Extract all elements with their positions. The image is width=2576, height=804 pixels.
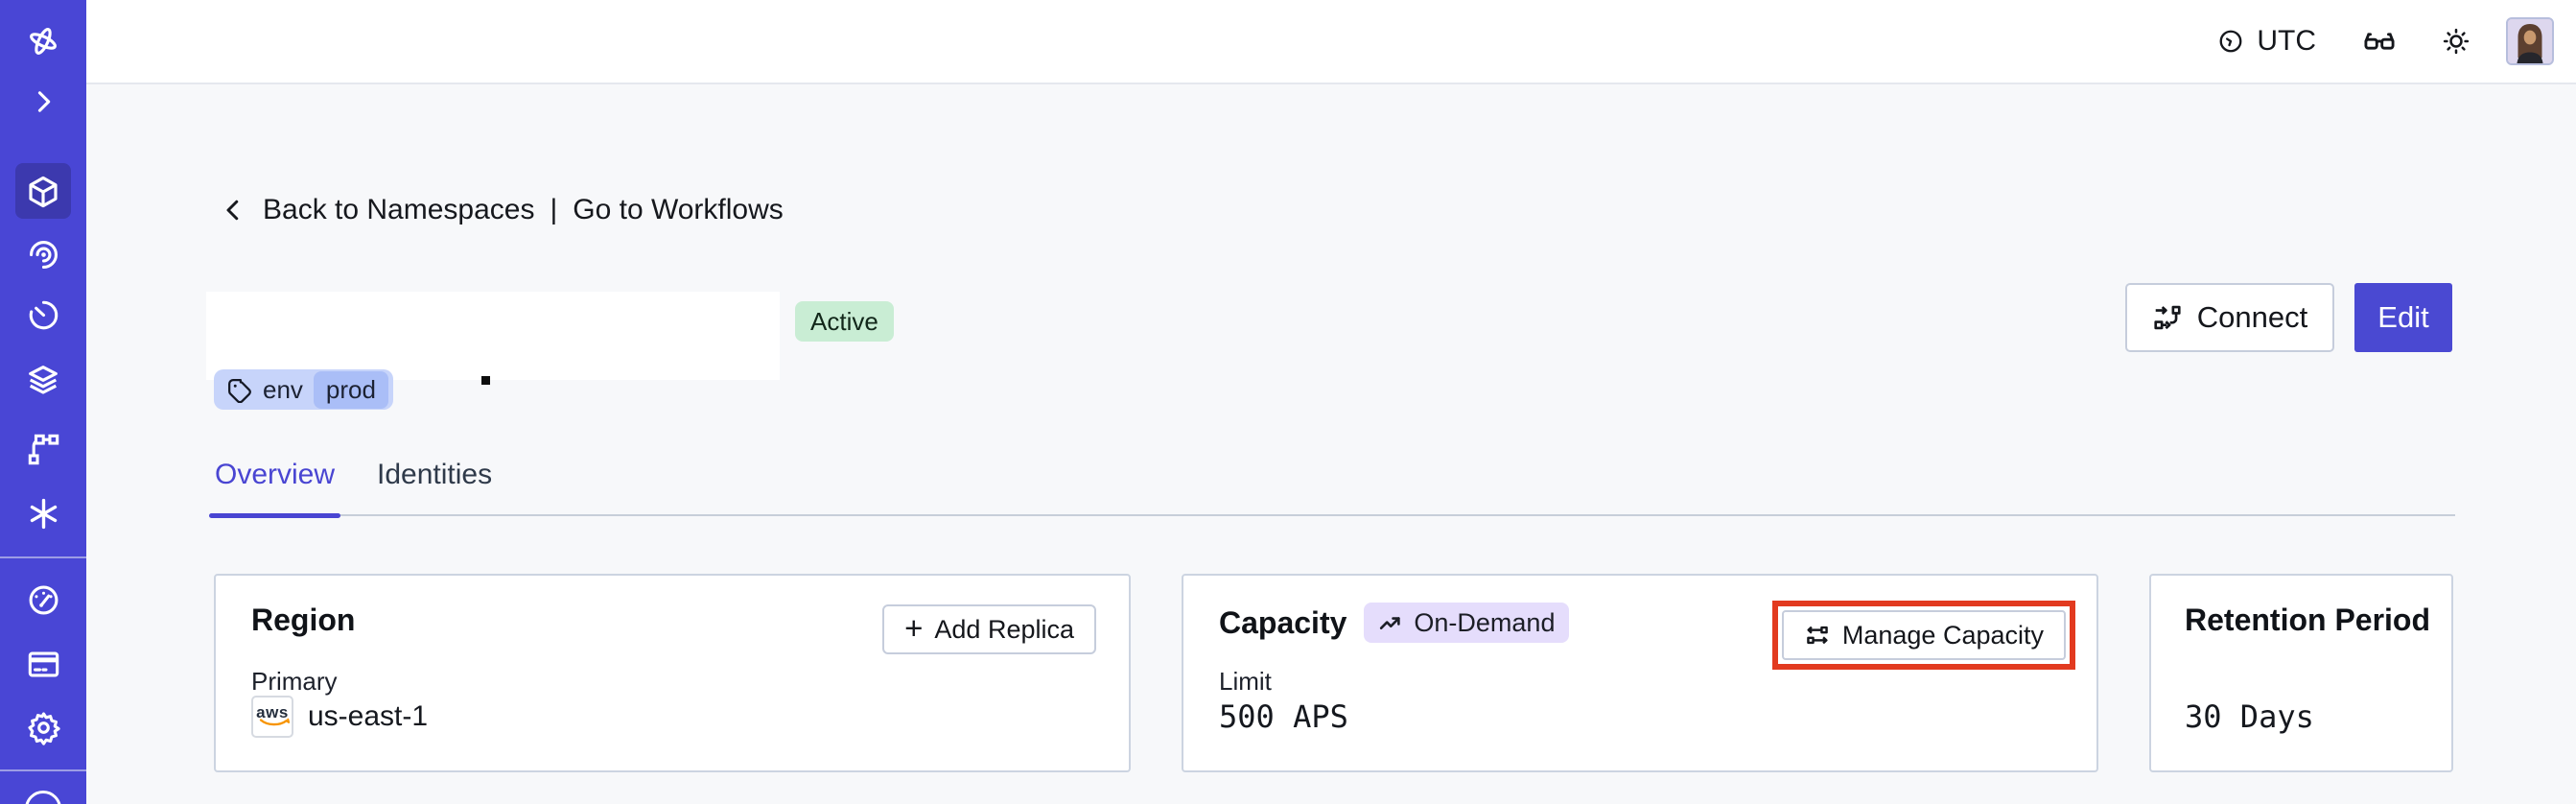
connect-button-label: Connect: [2196, 300, 2308, 334]
timezone-selector[interactable]: UTC: [2217, 25, 2316, 58]
red-annotation-highlight: Manage Capacity: [1771, 601, 2075, 670]
chevron-left-icon: [219, 196, 247, 225]
sidebar-divider: [0, 556, 86, 558]
sidebar-item-billing[interactable]: [0, 647, 86, 682]
timezone-label: UTC: [2257, 25, 2316, 57]
sidebar-item-cube[interactable]: [0, 174, 86, 210]
add-replica-button[interactable]: + Add Replica: [882, 604, 1096, 654]
capacity-card-title: Capacity: [1219, 604, 1347, 640]
back-to-namespaces-link[interactable]: Back to Namespaces: [263, 194, 535, 225]
region-value-row: aws us-east-1: [251, 696, 428, 738]
sidebar-item-layers[interactable]: [0, 362, 86, 398]
asterisk-icon: [26, 496, 61, 532]
aws-logo-badge: aws: [251, 696, 293, 738]
glasses-icon: [2362, 24, 2397, 59]
tab-identities[interactable]: Identities: [377, 459, 493, 490]
aws-smile-icon: [259, 718, 290, 726]
sidebar-divider: [0, 769, 86, 771]
connect-flow-icon: [2152, 302, 2183, 333]
sidebar-item-asterisk[interactable]: [0, 496, 86, 532]
connect-button[interactable]: Connect: [2125, 283, 2334, 352]
capacity-value: 500 APS: [1219, 698, 1348, 735]
cube-icon: [25, 174, 61, 210]
chevron-right-icon: [27, 85, 59, 118]
tag-key: env: [263, 374, 303, 404]
tab-bar: Overview Identities: [208, 459, 2455, 518]
retention-card: Retention Period 30 Days: [2149, 574, 2453, 772]
sidebar-item-spiral[interactable]: [0, 237, 86, 272]
gear-icon: [26, 710, 61, 745]
sidebar-item-settings[interactable]: [0, 710, 86, 745]
redacted-namespace-title: [206, 292, 780, 380]
namespace-tag-chip: env prod: [214, 369, 393, 410]
sun-icon: [2441, 26, 2471, 57]
gauge-icon: [26, 582, 61, 618]
sidebar-item-gauge[interactable]: [0, 582, 86, 618]
labs-toggle-button[interactable]: [2362, 24, 2397, 59]
retention-value: 30 Days: [2185, 698, 2314, 735]
region-card: Region + Add Replica Primary aws us-east…: [214, 574, 1131, 772]
ondemand-badge: On-Demand: [1364, 603, 1570, 643]
trending-up-icon: [1378, 610, 1404, 636]
sidebar-nav: [0, 0, 86, 804]
redaction-artifact-dot: [481, 376, 490, 385]
clock-icon: [2217, 28, 2244, 55]
user-avatar[interactable]: [2506, 17, 2554, 65]
edit-button-label: Edit: [2377, 300, 2429, 334]
plus-icon: +: [904, 610, 924, 646]
topbar: UTC: [86, 0, 2576, 84]
ondemand-badge-label: On-Demand: [1414, 607, 1556, 637]
layers-icon: [25, 362, 61, 398]
sidebar-expand-toggle[interactable]: [0, 85, 86, 118]
edit-button[interactable]: Edit: [2354, 283, 2452, 352]
status-badge: Active: [795, 301, 894, 342]
branch-icon: [26, 432, 61, 467]
manage-capacity-button[interactable]: Manage Capacity: [1781, 610, 2066, 660]
tag-value: prod: [313, 370, 388, 409]
region-value: us-east-1: [308, 700, 429, 732]
capacity-field-label: Limit: [1219, 667, 1272, 696]
sidebar-item-timer[interactable]: [0, 297, 86, 333]
timer-icon: [26, 297, 61, 333]
retention-card-title: Retention Period: [2185, 603, 2431, 637]
theme-toggle-button[interactable]: [2441, 26, 2471, 57]
tab-overview[interactable]: Overview: [208, 459, 341, 518]
region-field-label: Primary: [251, 667, 338, 696]
billing-card-icon: [26, 647, 61, 682]
aws-logo-text: aws: [256, 703, 289, 721]
go-to-workflows-link[interactable]: Go to Workflows: [573, 194, 784, 225]
temporal-logo-icon: [25, 23, 61, 59]
add-replica-label: Add Replica: [934, 614, 1074, 644]
capacity-card: Capacity On-Demand: [1182, 574, 2098, 772]
breadcrumb-separator: |: [550, 194, 558, 225]
sliders-icon: [1804, 622, 1831, 649]
manage-capacity-label: Manage Capacity: [1841, 620, 2044, 650]
overview-cards-row: Region + Add Replica Primary aws us-east…: [214, 574, 2453, 772]
breadcrumb: Back to Namespaces | Go to Workflows: [219, 194, 784, 226]
sidebar-item-partial-icon[interactable]: [25, 791, 61, 804]
sidebar-item-branch[interactable]: [0, 432, 86, 467]
spiral-icon: [26, 237, 61, 272]
sidebar-item-logo[interactable]: [0, 23, 86, 59]
region-card-title: Region: [251, 603, 356, 637]
tag-icon: [226, 377, 252, 403]
